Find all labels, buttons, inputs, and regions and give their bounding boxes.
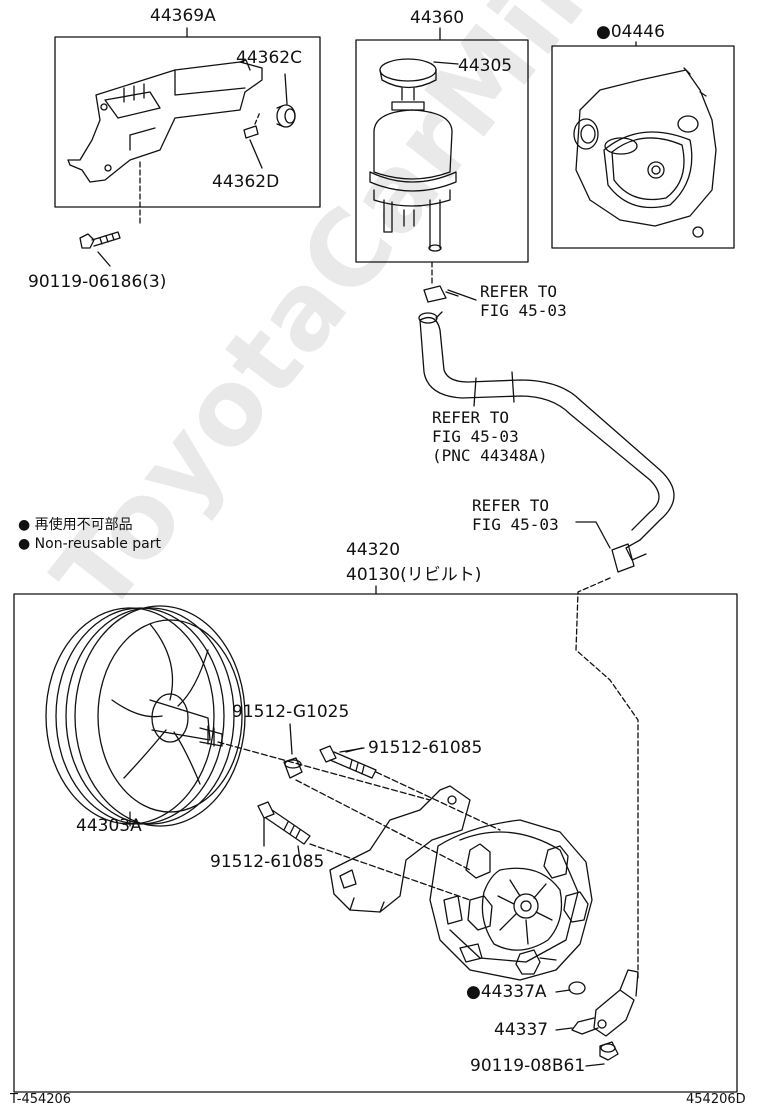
label-pulley: 44303A <box>76 816 142 836</box>
footer-right-code: 454206D <box>686 1092 746 1107</box>
label-reservoir-cap: 44305 <box>458 56 513 76</box>
label-bracket-collar: 44362D <box>212 172 280 192</box>
label-union-bolt: 90119-08B61 <box>470 1056 586 1076</box>
label-bolt-g1025: 91512-G1025 <box>232 702 350 722</box>
legend-jp: ● 再使用不可部品 <box>18 517 133 533</box>
refer-note-2-line3: (PNC 44348A) <box>432 446 548 465</box>
pump-body-drawing <box>429 819 593 981</box>
gasket-kit-box <box>551 45 735 249</box>
bolt-90119-06186-drawing <box>79 231 121 267</box>
label-oring: ●44337A <box>466 982 547 1002</box>
nut-44362c-drawing <box>276 73 296 128</box>
reservoir-drawing <box>369 58 459 252</box>
label-bracket-bolt: 90119-06186(3) <box>28 272 167 292</box>
label-reservoir-group: 44360 <box>410 8 465 28</box>
pump-group-box <box>13 593 738 1093</box>
label-bracket-group: 44369A <box>150 6 216 26</box>
label-pump-assy: 44320 <box>346 540 401 560</box>
refer-note-2: REFER TO FIG 45-03 (PNC 44348A) <box>432 408 548 465</box>
pump-bracket-drawing <box>329 785 471 913</box>
union-fitting-drawing <box>568 969 639 1061</box>
label-bolt-61085-b: 91512-61085 <box>210 852 325 872</box>
refer-note-3-line1: REFER TO <box>472 496 550 515</box>
bolt-91512-g1025-drawing <box>283 723 303 779</box>
label-gasket-kit: ●04446 <box>596 22 665 42</box>
footer-left-code: T-454206 <box>10 1092 72 1107</box>
refer-note-1-line2: FIG 45-03 <box>480 301 567 320</box>
label-bracket-nut: 44362C <box>236 48 302 68</box>
pulley-drawing <box>45 605 246 827</box>
refer-note-2-line2: FIG 45-03 <box>432 427 519 446</box>
refer-note-3: REFER TO FIG 45-03 <box>472 496 559 534</box>
bracket-drawing <box>67 59 263 183</box>
refer-note-3-line2: FIG 45-03 <box>472 515 559 534</box>
refer-note-1-line1: REFER TO <box>480 282 558 301</box>
reservoir-group-box <box>355 39 529 263</box>
legend-en: ● Non-reusable part <box>18 536 161 552</box>
refer-note-1: REFER TO FIG 45-03 <box>480 282 567 320</box>
collar-44362d-drawing <box>243 125 263 169</box>
hose-drawing <box>418 285 675 573</box>
bolt-91512-61085-b-drawing <box>257 801 311 847</box>
label-union: 44337 <box>494 1020 549 1040</box>
label-bolt-61085-a: 91512-61085 <box>368 738 483 758</box>
gasket-kit-drawing <box>573 67 717 238</box>
label-pump-rebuilt: 40130(リビルト) <box>346 565 482 585</box>
refer-note-2-line1: REFER TO <box>432 408 510 427</box>
